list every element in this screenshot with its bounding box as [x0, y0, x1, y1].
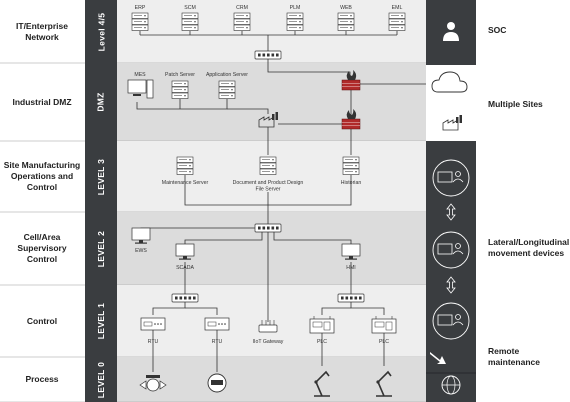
server-label-crm: CRM [236, 5, 248, 11]
device-plc2 [371, 316, 397, 334]
device-iiot [258, 320, 278, 333]
ews-label: EWS [135, 248, 147, 254]
level-name-l45: IT/Enterprise Network [16, 20, 68, 42]
historian-server [342, 156, 360, 175]
remote-monitor-icon [432, 302, 470, 340]
band-title-l0: LEVEL 0 [85, 357, 117, 402]
right-label-remote: Remote maintenance [488, 346, 540, 367]
remote-maintenance-arrow-icon [430, 352, 446, 364]
band-l0 [117, 357, 426, 402]
meter-icon [207, 373, 227, 393]
patch-server [171, 80, 189, 99]
patch-server-label: Patch Server [165, 72, 195, 78]
scada-label: SCADA [176, 265, 194, 271]
level1-switch-left [171, 293, 199, 303]
band-title-l45: Level 4/5 [85, 0, 117, 63]
device-label-rtu1: RTU [148, 339, 159, 345]
level-name-l3: Site Manufacturing Operations and Contro… [3, 160, 81, 192]
scada-workstation [175, 243, 195, 260]
application-server-label: Application Server [206, 72, 248, 78]
server-crm [233, 12, 251, 31]
level-band-strip [85, 0, 117, 402]
device-label-rtu2: RTU [212, 339, 223, 345]
server-label-plm: PLM [290, 5, 301, 11]
globe-network-icon [441, 375, 461, 395]
server-erp [131, 12, 149, 31]
lateral-movement-monitor-icon [432, 231, 470, 269]
device-label-plc1: PLC [317, 339, 327, 345]
dmz-factory-router [258, 112, 278, 128]
device-label-plc2: PLC [379, 339, 389, 345]
level-name-dmz: Industrial DMZ [12, 96, 72, 107]
server-label-eml: EML [392, 5, 403, 11]
server-scm [181, 12, 199, 31]
robot-arm-icon [376, 370, 392, 397]
server-label-web: WEB [340, 5, 352, 11]
band-l2 [117, 212, 426, 285]
updown-arrow-icon-2 [446, 276, 456, 294]
right-panel-strip [426, 0, 476, 402]
right-label-sites: Multiple Sites [488, 98, 543, 109]
band-title-text: LEVEL 3 [96, 158, 106, 195]
server-web [337, 12, 355, 31]
document-server [259, 156, 277, 175]
ews-workstation [131, 227, 151, 244]
band-title-text: LEVEL 1 [96, 302, 106, 340]
valve-icon [139, 375, 167, 392]
application-server [218, 80, 236, 99]
multiple-sites-factory-icon [442, 115, 462, 131]
device-rtu2 [204, 317, 230, 331]
band-title-text: LEVEL 0 [96, 361, 106, 398]
band-title-text: Level 4/5 [96, 12, 106, 51]
soc-analyst-icon [443, 22, 459, 41]
server-eml [388, 12, 406, 31]
band-dmz [117, 63, 426, 141]
mes-label: MES [134, 72, 146, 78]
hmi-label: HMI [346, 265, 356, 271]
level-name-l2: Cell/Area Supervisory Control [17, 232, 67, 264]
right-label-lateral: Lateral/Longitudinal movement devices [488, 237, 570, 258]
server-label-scm: SCM [184, 5, 196, 11]
band-title-text: DMZ [96, 92, 106, 112]
band-title-text: LEVEL 2 [96, 230, 106, 267]
enterprise-switch [254, 50, 282, 60]
level2-switch [254, 223, 282, 233]
level-name-l1: Control [26, 315, 58, 326]
mes-workstation [127, 79, 154, 99]
cloud-icon [431, 71, 468, 93]
device-plc1 [309, 316, 335, 334]
maintenance-server [176, 156, 194, 175]
maintenance-server-label: Maintenance Server [162, 180, 209, 186]
level1-switch-right [337, 293, 365, 303]
device-rtu1 [140, 317, 166, 331]
firewall-lower [341, 109, 361, 130]
server-plm [286, 12, 304, 31]
band-title-l2: LEVEL 2 [85, 212, 117, 285]
firewall-upper [341, 70, 361, 91]
hmi-workstation [341, 243, 361, 260]
band-title-dmz: DMZ [85, 63, 117, 141]
robot-arm-icon [314, 370, 330, 397]
band-title-l3: LEVEL 3 [85, 141, 117, 212]
band-title-l1: LEVEL 1 [85, 285, 117, 357]
historian-label: Historian [341, 180, 362, 186]
device-label-iiot: IIoT Gateway [253, 339, 284, 345]
updown-arrow-icon [446, 203, 456, 221]
server-label-erp: ERP [135, 5, 146, 11]
level-name-l0: Process [25, 374, 59, 384]
right-label-soc: SOC [488, 24, 507, 35]
band-l3 [117, 141, 426, 212]
workstation-monitor-icon [432, 159, 470, 197]
